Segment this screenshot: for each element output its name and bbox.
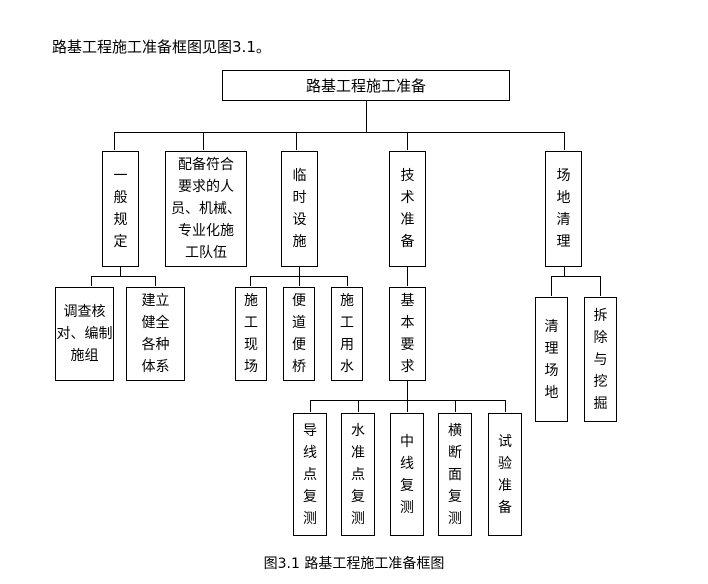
- node-system: 建立健全各种体系: [126, 287, 185, 381]
- connector-line: [203, 132, 204, 150]
- connector-line: [91, 276, 92, 286]
- connector-line: [564, 132, 565, 150]
- connector-line: [114, 132, 115, 150]
- connector-line: [505, 400, 506, 412]
- node-test-prep: 试验准备: [488, 413, 522, 536]
- node-survey: 调查核对、编制施组: [55, 287, 114, 381]
- connector-line: [120, 266, 121, 276]
- connector-line: [366, 100, 367, 132]
- node-root: 路基工程施工准备: [222, 70, 510, 101]
- node-cross-section: 横断面复测: [438, 413, 472, 536]
- connector-line: [407, 266, 408, 286]
- node-site-clear: 场地清理: [545, 151, 582, 267]
- connector-line: [299, 276, 300, 286]
- connector-line: [299, 266, 300, 276]
- node-technical: 技术准备: [389, 151, 426, 267]
- node-general: 一般规定: [102, 151, 139, 267]
- node-centerline: 中线复测: [390, 413, 424, 536]
- connector-line: [155, 276, 156, 286]
- connector-line: [296, 132, 297, 150]
- connector-line: [310, 400, 311, 412]
- connector-line: [551, 276, 552, 296]
- node-access-bridge: 便道便桥: [283, 287, 315, 381]
- node-demolish: 拆除与挖掘: [584, 297, 617, 422]
- node-clean-site: 清理场地: [535, 297, 568, 422]
- connector-line: [407, 400, 408, 412]
- connector-line: [91, 276, 155, 277]
- connector-line: [407, 132, 408, 150]
- connector-line: [250, 276, 251, 286]
- node-temporary: 临时设施: [281, 151, 318, 267]
- connector-line: [600, 276, 601, 296]
- connector-line: [551, 276, 600, 277]
- node-water: 施工用水: [331, 287, 363, 381]
- node-construction-site: 施工现场: [235, 287, 267, 381]
- figure-caption: 图3.1 路基工程施工准备框图: [263, 556, 445, 572]
- connector-line: [358, 400, 359, 412]
- connector-line: [250, 276, 347, 277]
- intro-text: 路基工程施工准备框图见图3.1。: [52, 38, 271, 56]
- connector-line: [407, 380, 408, 400]
- node-guide-point: 导线点复测: [293, 413, 327, 536]
- connector-line: [455, 400, 456, 412]
- connector-line: [347, 276, 348, 286]
- node-basic-requirements: 基本要求: [389, 287, 426, 381]
- connector-line: [114, 132, 565, 133]
- node-level-point: 水准点复测: [341, 413, 375, 536]
- node-staffing: 配备符合 要求的人 员、机械、 专业化施 工队伍: [165, 151, 247, 267]
- connector-line: [564, 266, 565, 276]
